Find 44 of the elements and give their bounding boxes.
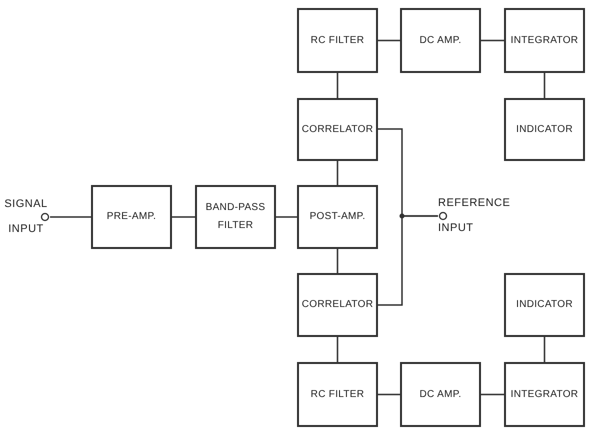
connector-line [336, 73, 338, 98]
block-label: INTEGRATOR [510, 388, 578, 402]
process-box [91, 185, 172, 249]
terminal-label: INPUT [8, 223, 44, 236]
connector-line [378, 215, 438, 306]
block-label: INDICATOR [516, 298, 573, 312]
block-label: CORRELATOR [302, 298, 374, 312]
block-label: DC AMP. [420, 388, 462, 402]
block-label: POST-AMP. [310, 210, 366, 224]
process-box [297, 98, 378, 161]
block-label: RC FILTER [310, 34, 364, 48]
process-box [504, 8, 585, 73]
process-box [504, 273, 585, 337]
connector-line [481, 40, 504, 42]
connector-line [172, 216, 195, 218]
block-label: BAND-PASS FILTER [204, 201, 266, 233]
process-box [504, 98, 585, 161]
connector-line [544, 73, 546, 98]
connector-line [481, 394, 504, 396]
connector-line [50, 216, 91, 218]
process-box [297, 362, 378, 427]
connector-line [276, 216, 297, 218]
block-label: CORRELATOR [302, 122, 374, 136]
block-label: PRE-AMP. [106, 210, 156, 224]
process-box [400, 362, 481, 427]
terminal-label: SIGNAL [4, 198, 48, 211]
block-label: INDICATOR [516, 122, 573, 136]
connector-line [544, 337, 546, 362]
connector-line [378, 40, 400, 42]
process-box [504, 362, 585, 427]
connector-line [336, 337, 338, 362]
connector-line [378, 394, 400, 396]
connector-line [336, 249, 338, 273]
process-box [297, 185, 378, 249]
terminal-label: INPUT [438, 222, 474, 235]
block-label: INTEGRATOR [510, 34, 578, 48]
block-label: RC FILTER [310, 388, 364, 402]
process-box [400, 8, 481, 73]
process-box [297, 8, 378, 73]
process-box [195, 185, 276, 249]
connector-line [336, 161, 338, 185]
block-label: DC AMP. [420, 34, 462, 48]
terminal-label: REFERENCE [438, 197, 510, 210]
process-box [297, 273, 378, 337]
